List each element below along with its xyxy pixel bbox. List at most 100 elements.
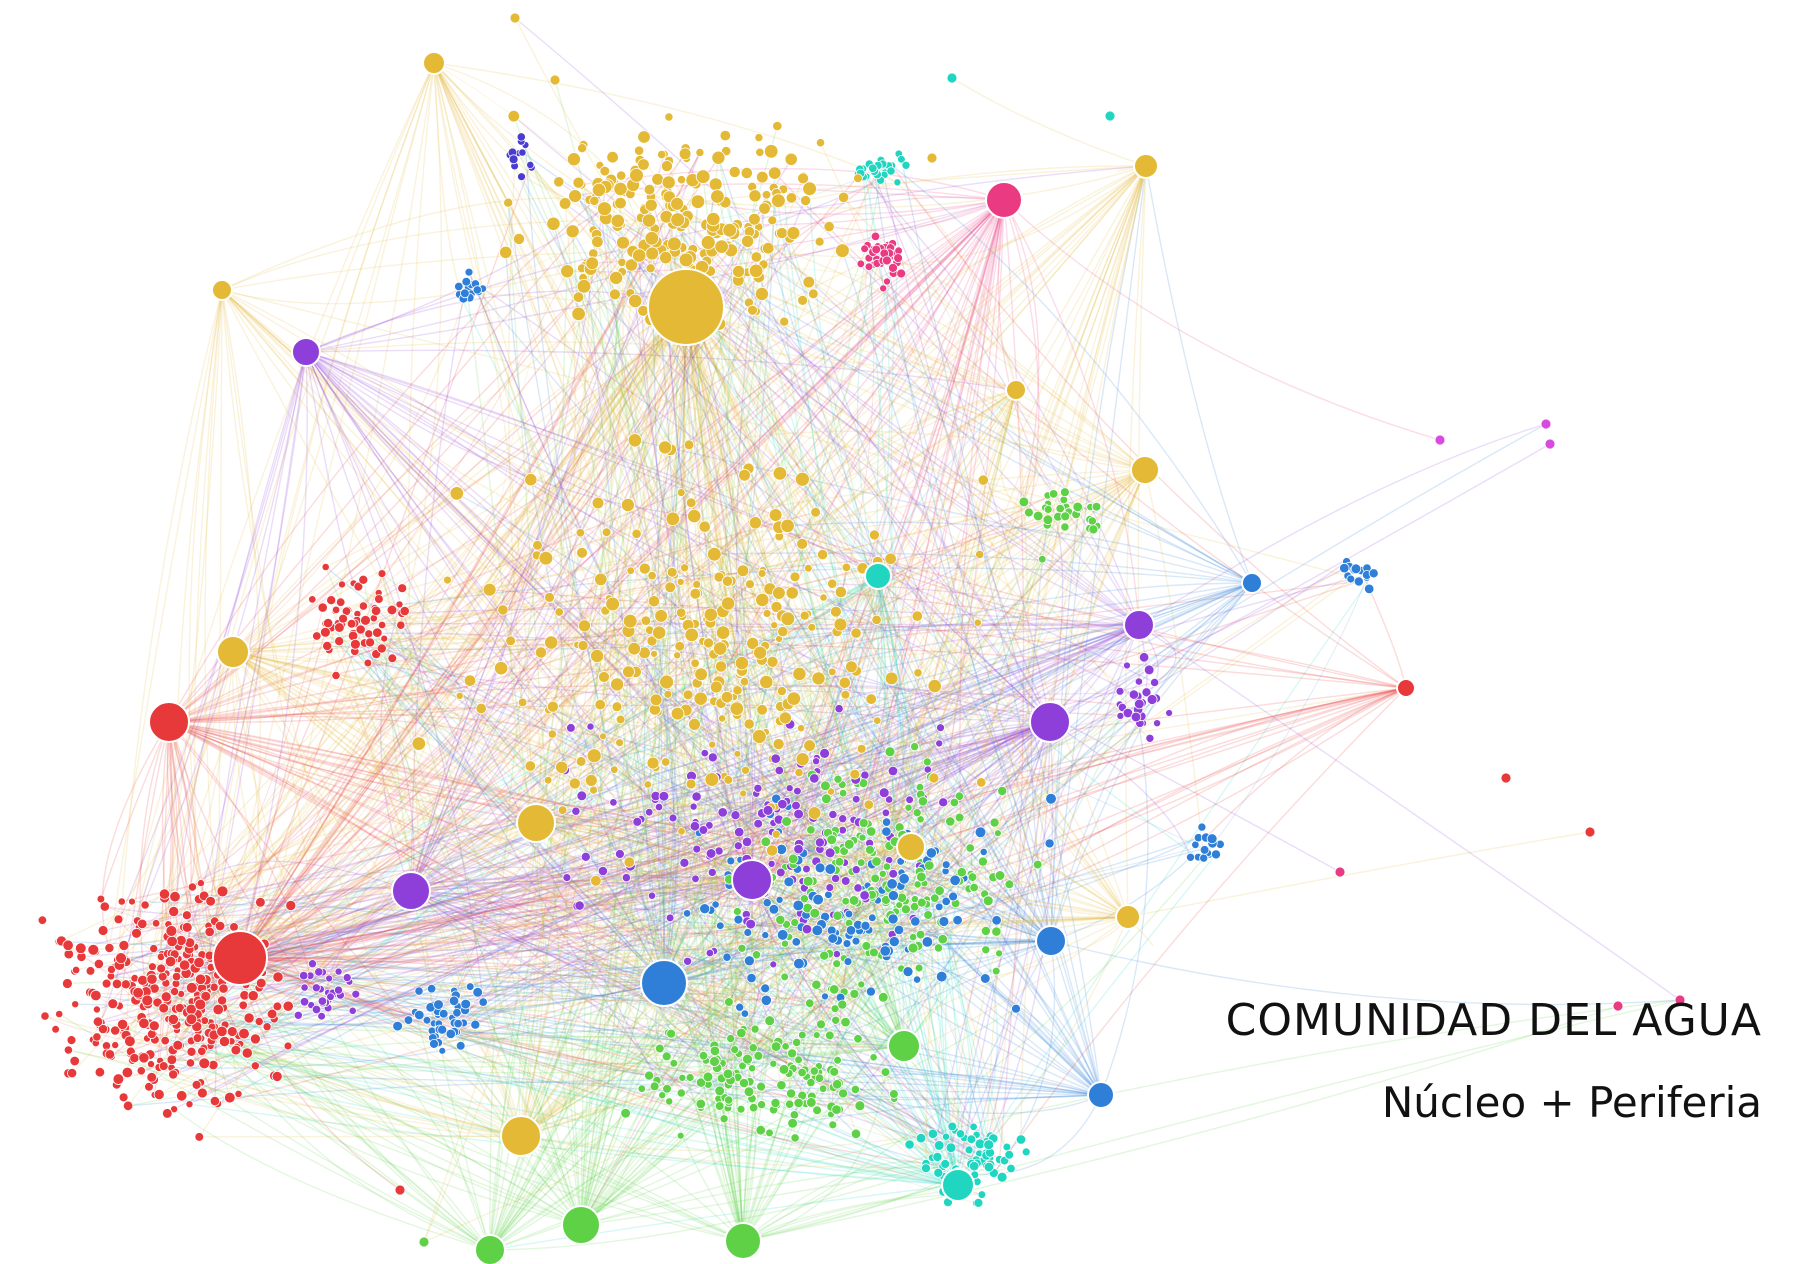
network-node <box>558 197 572 210</box>
network-edge <box>173 1108 491 1251</box>
network-node <box>868 163 878 174</box>
network-node <box>904 1139 915 1150</box>
network-node <box>646 635 658 647</box>
network-edge <box>450 1033 905 1058</box>
network-edge <box>437 1010 959 1186</box>
network-node <box>649 1081 660 1092</box>
network-edge <box>160 721 170 957</box>
network-node <box>445 1028 457 1040</box>
network-node <box>915 1132 927 1144</box>
hub-node <box>561 1205 601 1245</box>
network-edge <box>171 846 912 955</box>
network-node <box>814 236 825 247</box>
network-edge <box>108 289 223 949</box>
network-edge <box>560 271 582 1226</box>
hub-node <box>864 562 892 590</box>
network-node <box>888 936 900 948</box>
network-node <box>860 244 869 254</box>
network-node <box>910 916 921 927</box>
network-edge <box>128 1079 1102 1107</box>
network-node <box>824 890 833 900</box>
network-node <box>845 660 858 674</box>
network-edge <box>222 817 537 892</box>
network-edge <box>44 1015 192 1053</box>
network-node <box>562 873 572 882</box>
network-node <box>695 147 705 157</box>
network-edge <box>338 165 1147 973</box>
network-node <box>769 1059 778 1068</box>
network-edge <box>685 306 834 1125</box>
network-edge <box>232 637 845 684</box>
network-node <box>1186 852 1196 862</box>
network-node <box>814 1073 825 1083</box>
network-node <box>643 780 652 789</box>
network-node <box>589 195 600 206</box>
network-node <box>566 152 581 167</box>
network-edge <box>710 614 1051 723</box>
network-node <box>871 614 882 626</box>
network-node <box>776 1080 787 1091</box>
network-node <box>524 473 538 487</box>
network-edge <box>696 682 1052 942</box>
network-edge <box>663 306 687 797</box>
network-edge <box>761 709 959 1186</box>
network-edge <box>233 926 522 1137</box>
network-node <box>149 944 159 954</box>
network-edge <box>254 624 1140 1067</box>
network-edge <box>993 940 1056 1174</box>
hub-node <box>941 1168 975 1202</box>
network-node <box>933 1167 944 1178</box>
network-node <box>599 732 607 741</box>
network-edge <box>886 687 1407 823</box>
network-edge <box>189 948 959 1186</box>
network-edge <box>580 175 622 1226</box>
network-node <box>801 923 813 935</box>
network-node <box>860 770 870 780</box>
network-edge <box>488 589 542 824</box>
network-node <box>833 1056 842 1065</box>
network-node <box>661 175 676 190</box>
network-edge <box>305 351 537 824</box>
network-edge <box>777 721 1051 1043</box>
network-edge <box>520 867 923 1137</box>
network-node <box>755 147 765 157</box>
network-edge <box>749 879 810 1104</box>
network-node <box>977 474 989 486</box>
network-node <box>778 711 792 725</box>
network-edge <box>305 351 710 857</box>
network-node <box>720 596 736 611</box>
network-edge <box>685 306 1137 718</box>
network-edge <box>998 199 1025 1160</box>
network-node <box>700 748 709 758</box>
network-edge <box>819 165 1147 850</box>
network-edge <box>177 1044 582 1226</box>
network-edge <box>886 955 1102 1096</box>
network-node <box>549 74 561 86</box>
network-node <box>191 1080 202 1090</box>
network-edge <box>305 351 837 851</box>
network-edge <box>658 806 744 1242</box>
network-node <box>200 990 212 1002</box>
network-node <box>670 212 686 228</box>
network-edge <box>239 892 805 959</box>
network-node <box>399 605 410 617</box>
network-node <box>633 145 645 156</box>
network-node <box>787 1048 798 1059</box>
network-edge <box>802 624 1140 760</box>
network-edge <box>832 721 1051 1126</box>
network-node <box>858 833 867 842</box>
network-edge <box>423 916 1129 1243</box>
network-node <box>610 677 625 692</box>
network-node <box>214 920 226 932</box>
network-edge <box>767 247 1102 1096</box>
network-node <box>865 693 877 705</box>
network-node <box>358 601 368 611</box>
network-node <box>703 637 715 649</box>
network-edge <box>580 1160 971 1226</box>
network-edge <box>793 582 1253 1115</box>
network-node <box>841 896 850 906</box>
network-edge <box>927 703 1140 763</box>
network-node <box>764 144 779 159</box>
network-node <box>704 772 720 787</box>
